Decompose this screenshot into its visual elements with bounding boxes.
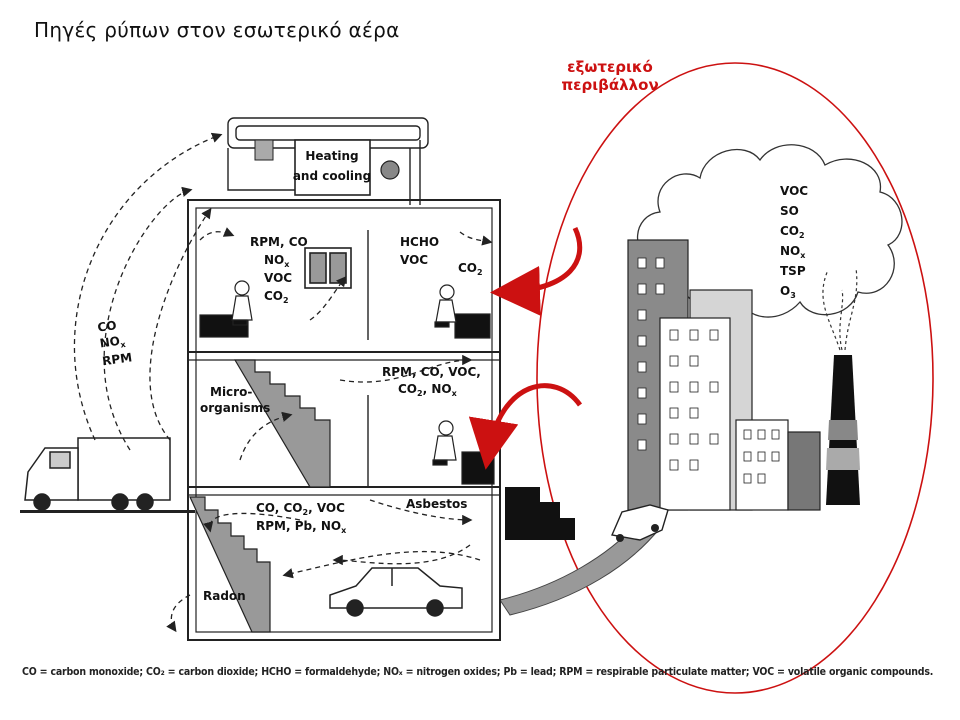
outdoor-car <box>611 504 669 542</box>
red-arrow-upper <box>490 226 583 316</box>
cloud-tsp: TSP <box>780 264 806 278</box>
base-line2: RPM, Pb, NOx <box>256 519 347 535</box>
truck <box>24 437 171 511</box>
top-right-room-pollutant: CO2 <box>458 261 483 277</box>
micro-organisms-label: Micro- organisms <box>200 385 270 415</box>
cloud-co2: CO2 <box>780 224 805 240</box>
tm-line1: HCHO <box>400 235 439 249</box>
hvac-fan <box>380 160 400 180</box>
basement-pollutants: CO, CO2, VOC RPM, Pb, NOx <box>256 501 347 535</box>
cloud-voc: VOC <box>780 184 808 198</box>
cloud-o3: O3 <box>780 284 796 300</box>
page-title: Πηγές ρύπων στον εσωτερικό αέρα <box>34 18 400 42</box>
person-top-right <box>434 284 491 339</box>
top-left-room-pollutants: RPM, CO NOx VOC CO2 <box>250 235 308 305</box>
street-edge <box>20 510 195 513</box>
stairs-upper <box>233 359 331 488</box>
airflow-arrows <box>73 132 493 633</box>
abbreviation-legend: CO = carbon monoxide; CO₂ = carbon dioxi… <box>22 666 934 678</box>
cloud-pollutants: VOC SO CO2 NOx TSP O3 <box>780 184 808 300</box>
factory-chimney <box>826 355 860 505</box>
mid-line1: RPM, CO, VOC, <box>382 365 481 379</box>
outdoor-label-line1: εξωτερικό <box>567 58 653 76</box>
cloud-so: SO <box>780 204 799 218</box>
heating-cooling-unit <box>294 139 371 196</box>
outdoor-label-line2: περιβάλλον <box>561 76 659 94</box>
hvac-label-line1: Heating <box>305 149 358 163</box>
hvac-label-line2: and cooling <box>293 169 371 183</box>
person-top-left <box>199 280 253 338</box>
cloud-nox: NOx <box>780 244 806 260</box>
base-line1: CO, CO2, VOC <box>256 501 345 517</box>
tm-line2: VOC <box>400 253 428 267</box>
outdoor-environment-ellipse <box>536 62 934 694</box>
truck-rpm: RPM <box>101 350 133 368</box>
hvac-filter <box>254 139 274 161</box>
building-windows <box>637 257 780 484</box>
person-mid-right <box>432 420 495 485</box>
smoke-plumes <box>822 267 858 351</box>
tl-line4: CO2 <box>264 289 289 305</box>
garage-car <box>329 567 463 617</box>
mid-line2: CO2, NOx <box>398 382 458 398</box>
micro-line1: Micro- <box>210 385 252 399</box>
radon-label: Radon <box>203 589 246 603</box>
tl-line1: RPM, CO <box>250 235 308 249</box>
red-arrow-lower <box>468 383 583 470</box>
truck-co: CO <box>97 318 118 335</box>
truck-nox: NOx <box>99 333 127 352</box>
truck-emissions-label: CO NOx RPM <box>97 318 133 368</box>
asbestos-label: Asbestos <box>406 497 467 511</box>
top-mid-room-pollutants: HCHO VOC <box>400 235 439 267</box>
tl-line2: NOx <box>264 253 290 269</box>
outdoor-steps <box>505 487 575 540</box>
micro-line2: organisms <box>200 401 270 415</box>
window <box>304 247 352 289</box>
outdoor-environment-label: εξωτερικό περιβάλλον <box>540 58 680 94</box>
stairs-lower <box>189 496 271 633</box>
tl-line3: VOC <box>264 271 292 285</box>
house <box>187 199 501 641</box>
mid-room-pollutants: RPM, CO, VOC, CO2, NOx <box>382 365 481 398</box>
